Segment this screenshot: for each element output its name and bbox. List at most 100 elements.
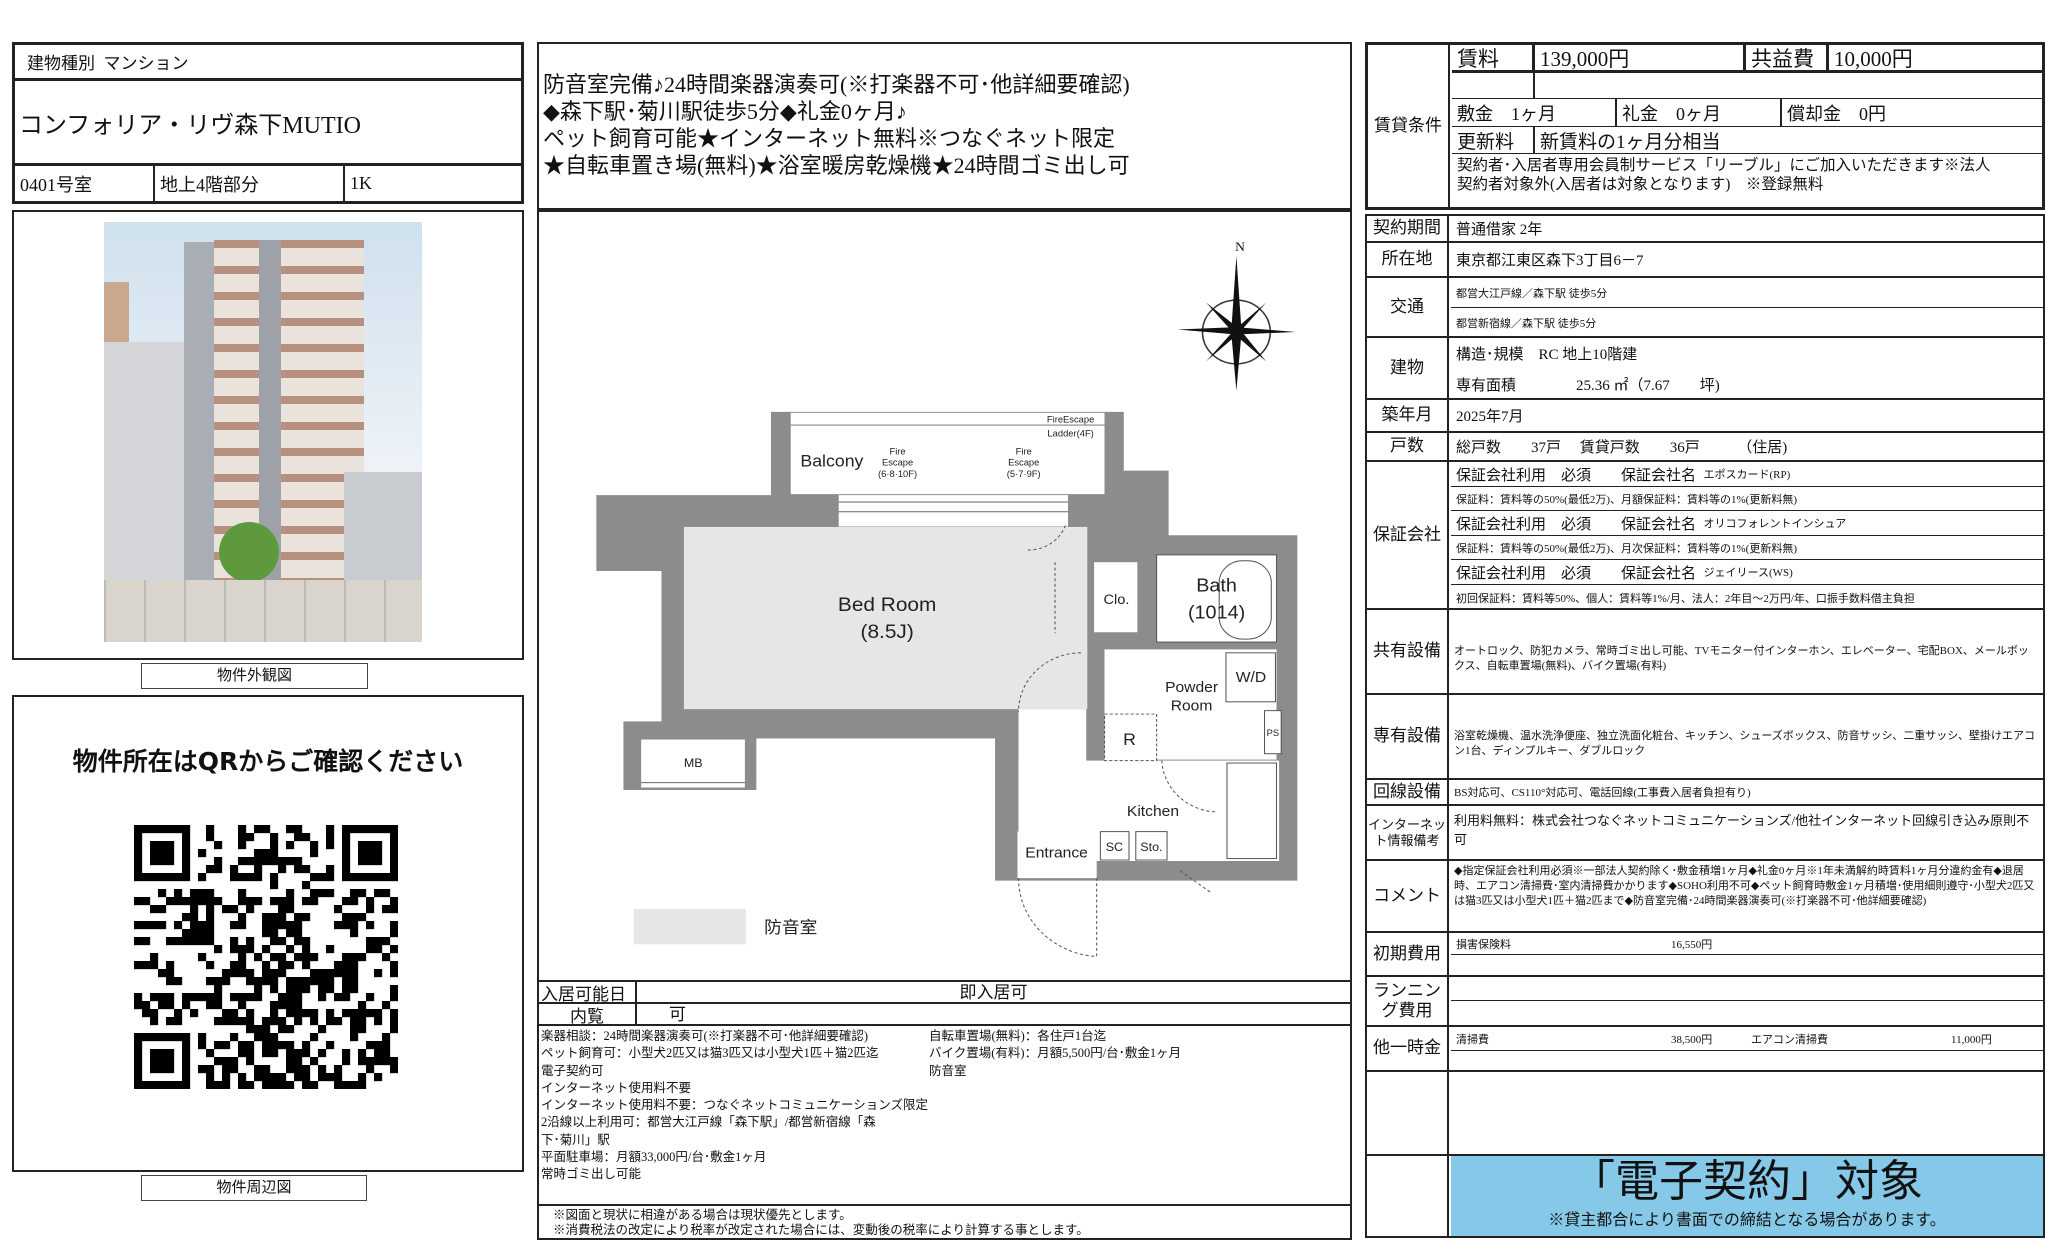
guarantor-name: ジェイリース(WS)	[1703, 567, 1793, 579]
qr-module	[134, 857, 143, 866]
layout-type: 1K	[350, 173, 372, 193]
label-fire-escape: (6·8·10F)	[878, 469, 917, 479]
built-label: 築年月	[1367, 400, 1449, 431]
qr-module	[350, 929, 359, 938]
label-kitchen: Kitchen	[1127, 803, 1179, 819]
qr-module	[174, 977, 183, 986]
qr-module	[302, 953, 311, 962]
qr-module	[382, 1041, 391, 1050]
qr-module	[206, 961, 215, 970]
qr-module	[214, 857, 223, 866]
note: 楽器相談：24時間楽器演奏可(※打楽器不可･他詳細要確認)	[541, 1029, 869, 1043]
qr-module	[390, 945, 398, 954]
qr-module	[254, 993, 263, 1002]
qr-module	[182, 865, 191, 874]
qr-module	[334, 1017, 343, 1026]
qr-module	[286, 961, 295, 970]
qr-module	[142, 1081, 151, 1089]
qr-module	[222, 1009, 231, 1018]
qr-module	[158, 857, 167, 866]
qr-module	[166, 841, 175, 850]
qr-module	[214, 1041, 223, 1050]
qr-module	[350, 1081, 359, 1089]
qr-module	[238, 833, 247, 842]
qr-module	[334, 1081, 343, 1089]
qr-module	[366, 905, 375, 914]
note: バイク置場(有料)：月額5,500円/台･敷金1ヶ月	[929, 1046, 1182, 1061]
qr-module	[150, 1081, 159, 1089]
label-fire-escape: Fire	[890, 447, 906, 457]
qr-module	[302, 1065, 311, 1074]
qr-module	[342, 849, 351, 858]
qr-module	[150, 857, 159, 866]
qr-module	[182, 929, 191, 938]
qr-module	[150, 1033, 159, 1042]
shared-facilities-label: 共有設備	[1367, 610, 1449, 693]
qr-module	[134, 865, 143, 874]
move-in-info: 入居可能日 即入居可 内覧 可 楽器相談：24時間楽器演奏可(※打楽器不可･他詳…	[537, 980, 1352, 1240]
qr-module	[334, 961, 343, 970]
qr-module	[214, 977, 223, 986]
qr-module	[254, 873, 263, 882]
qr-module	[150, 953, 159, 962]
qr-module	[246, 833, 255, 842]
qr-module	[254, 1073, 263, 1082]
qr-module	[382, 1057, 391, 1066]
qr-module	[254, 897, 263, 906]
note: 常時ゴミ出し可能	[541, 1167, 642, 1182]
qr-module	[182, 1049, 191, 1058]
qr-module	[182, 841, 191, 850]
qr-module	[198, 937, 207, 946]
qr-module	[206, 913, 215, 922]
label-closet: Clo.	[1104, 592, 1130, 607]
qr-module	[166, 977, 175, 986]
qr-module	[198, 873, 207, 882]
address-value: 東京都江東区森下3丁目6－7	[1456, 253, 1644, 269]
exterior-photo-caption: 物件外観図	[141, 663, 368, 689]
qr-module	[374, 1041, 383, 1050]
qr-module	[342, 985, 351, 994]
label-fire-escape: Fire	[1016, 447, 1032, 457]
qr-module	[294, 1009, 303, 1018]
qr-module	[134, 1057, 143, 1066]
qr-module	[190, 937, 199, 946]
qr-module	[134, 1041, 143, 1050]
private-facilities: 浴室乾燥機、温水洗浄便座、独立洗面化粧台、キッチン、シューズボックス、防音サッシ…	[1454, 730, 2036, 757]
headline-line: 防音室完備♪24時間楽器演奏可(※打楽器不可･他詳細要確認)	[543, 72, 1130, 97]
qr-module	[382, 937, 391, 946]
qr-module	[150, 1057, 159, 1066]
note-line: 契約者･入居者専用会員制サービス「リーブル」にご加入いただきます※法人	[1457, 157, 1991, 174]
transport-route: 都営大江戸線／森下駅 徒歩5分	[1451, 278, 2043, 308]
qr-module	[262, 969, 271, 978]
qr-module	[278, 913, 287, 922]
legend-label: 防音室	[764, 918, 817, 937]
qr-module	[382, 1049, 391, 1058]
qr-module	[190, 1009, 199, 1018]
qr-module	[318, 1025, 327, 1034]
qr-module	[390, 1025, 398, 1034]
qr-module	[158, 841, 167, 850]
qr-module	[318, 889, 327, 898]
qr-module	[366, 1057, 375, 1066]
exterior-photo	[104, 222, 422, 642]
qr-module	[182, 857, 191, 866]
qr-module	[134, 1065, 143, 1074]
move-in-value: 即入居可	[959, 983, 1028, 1002]
qr-module	[390, 929, 398, 938]
amortization-value: 0円	[1859, 103, 1886, 124]
qr-module	[158, 1001, 167, 1010]
qr-module	[286, 945, 295, 954]
qr-code[interactable]	[134, 825, 398, 1089]
qr-module	[206, 897, 215, 906]
qr-module	[326, 825, 335, 834]
qr-module	[342, 953, 351, 962]
qr-module	[318, 873, 327, 882]
qr-module	[294, 937, 303, 946]
qr-module	[294, 985, 303, 994]
qr-module	[382, 905, 391, 914]
amortization-label: 償却金	[1787, 103, 1841, 124]
qr-module	[374, 825, 383, 834]
qr-module	[374, 841, 383, 850]
qr-module	[310, 873, 319, 882]
qr-module	[254, 857, 263, 866]
